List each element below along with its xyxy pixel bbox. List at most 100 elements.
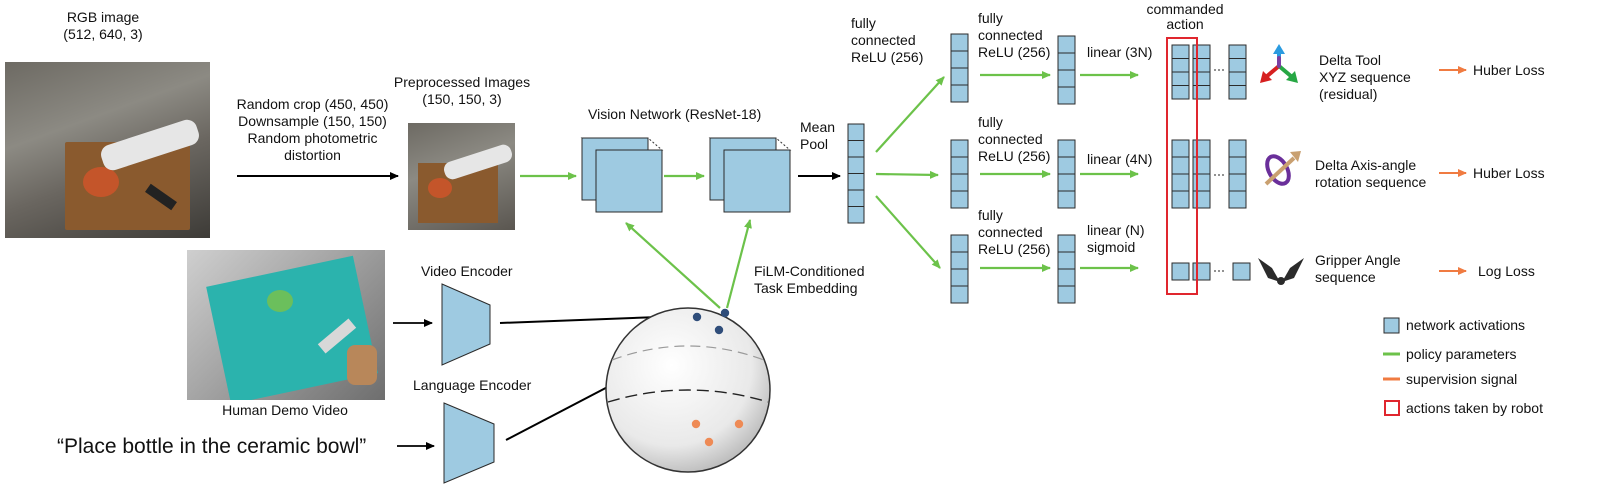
activation-cell: [1057, 234, 1076, 253]
rgb-image-title: RGB image (512, 640, 3): [63, 9, 143, 42]
activation-cell: [1228, 173, 1247, 192]
gripper-output-sequence: [1171, 262, 1251, 281]
rotation-output-sequence: [1171, 139, 1247, 209]
legend-activation-swatch: [1383, 317, 1400, 334]
activation-cell: [1057, 268, 1076, 287]
loss-label-rotation: Huber Loss: [1473, 165, 1545, 181]
activation-cell: [1171, 71, 1190, 86]
activation-cell: [1228, 71, 1247, 86]
activation-cell: [950, 156, 969, 175]
language-encoder-block: [443, 402, 495, 484]
supervision-arrows: [1439, 66, 1467, 275]
legend-robot-label: actions taken by robot: [1406, 400, 1543, 416]
axis-angle-rotation-icon: [1264, 151, 1301, 186]
activation-cell: [1171, 173, 1190, 192]
activation-cell: [950, 139, 969, 158]
activation-cell: [1192, 71, 1211, 86]
activation-cell: [1228, 156, 1247, 175]
fc1-label: fully connected ReLU (256): [851, 15, 924, 65]
activation-cell: [1228, 85, 1247, 100]
commanded-action-label: commanded action: [1146, 1, 1224, 32]
activation-cell: [950, 251, 969, 270]
activation-cell: [950, 285, 969, 304]
activation-cell: [1192, 85, 1211, 100]
activation-cell: [847, 173, 865, 191]
human-demo-video-label: Human Demo Video: [222, 402, 348, 418]
vision-block-2: [708, 137, 792, 213]
activation-cell: [1171, 85, 1190, 100]
fc2-label-rotation: fully connected ReLU (256): [978, 114, 1051, 164]
activation-cell: [1057, 285, 1076, 304]
preprocessed-image: [408, 123, 515, 230]
video-encoder-label: Video Encoder: [421, 263, 513, 279]
activation-cell: [1192, 156, 1211, 175]
linear-label-rotation: linear (4N): [1087, 151, 1153, 167]
linear-label-xyz: linear (3N): [1087, 44, 1153, 60]
output-label-gripper: Gripper Angle sequence: [1315, 252, 1401, 285]
activation-cell: [1192, 190, 1211, 209]
activation-cell: [1171, 44, 1190, 59]
vision-network-label: Vision Network (ResNet-18): [588, 106, 762, 122]
fc2-label-gripper: fully connected ReLU (256): [978, 207, 1051, 257]
activation-cell: [847, 123, 865, 141]
activation-cell: [1228, 139, 1247, 158]
vision-block-1: [580, 137, 664, 213]
instruction-text: “Place bottle in the ceramic bowl”: [57, 435, 367, 458]
activation-cell: [1171, 156, 1190, 175]
activation-cell: [1192, 44, 1211, 59]
task-embedding-sphere: [605, 307, 771, 473]
human-demo-video: [187, 250, 385, 400]
fc2-activation-rotation: [1057, 139, 1076, 209]
legend-activation-label: network activations: [1406, 317, 1526, 333]
output-label-xyz: Delta Tool XYZ sequence (residual): [1319, 52, 1411, 102]
fc2-label-xyz: fully connected ReLU (256): [978, 10, 1051, 60]
xyz-axes-icon: [1260, 44, 1298, 83]
activation-cell: [950, 84, 969, 103]
activation-cell: [1171, 58, 1190, 73]
activation-cell: [1171, 262, 1190, 281]
mean-pool-label: Mean Pool: [800, 119, 836, 152]
activation-cell: [847, 189, 865, 207]
activation-cell: [1057, 156, 1076, 175]
activation-cell: [950, 173, 969, 192]
fc1-activation-gripper: [950, 234, 969, 304]
loss-label-gripper: Log Loss: [1478, 263, 1535, 279]
commanded-action-box: [1166, 37, 1198, 295]
legend-robot-swatch: [1384, 400, 1400, 416]
fc2-activation-gripper: [1057, 234, 1076, 304]
activation-cell: [1228, 58, 1247, 73]
activation-cell: [1228, 190, 1247, 209]
mean-pool-activation: [847, 123, 865, 224]
activation-cell: [1057, 52, 1076, 71]
activation-cell: [1171, 139, 1190, 158]
activation-cell: [847, 156, 865, 174]
activation-cell: [950, 50, 969, 69]
activation-cell: [1192, 139, 1211, 158]
gripper-icon: [1258, 258, 1304, 285]
activation-cell: [847, 140, 865, 158]
preprocessing-steps: Random crop (450, 450) Downsample (150, …: [236, 96, 389, 163]
activation-cell: [1232, 262, 1251, 281]
activation-cell: [1057, 190, 1076, 209]
activation-cell: [1192, 58, 1211, 73]
video-encoder-block: [441, 283, 491, 366]
activation-cell: [847, 206, 865, 224]
activation-cell: [1192, 262, 1211, 281]
activation-cell: [950, 234, 969, 253]
policy-arrows: [520, 71, 1139, 309]
activation-cell: [1057, 35, 1076, 54]
loss-label-xyz: Huber Loss: [1473, 62, 1545, 78]
activation-cell: [1228, 44, 1247, 59]
activation-cell: [950, 33, 969, 52]
fc2-activation-xyz: [1057, 35, 1076, 105]
preprocessed-images-title: Preprocessed Images (150, 150, 3): [393, 74, 531, 107]
fc1-activation-xyz: [950, 33, 969, 103]
activation-cell: [1057, 173, 1076, 192]
fc1-activation-rotation: [950, 139, 969, 209]
activation-cell: [1192, 173, 1211, 192]
output-label-rotation: Delta Axis-angle rotation sequence: [1315, 157, 1427, 190]
linear-label-gripper: linear (N) sigmoid: [1087, 222, 1145, 255]
activation-cell: [1057, 251, 1076, 270]
xyz-output-sequence: [1171, 44, 1247, 100]
rgb-image: [5, 62, 210, 238]
